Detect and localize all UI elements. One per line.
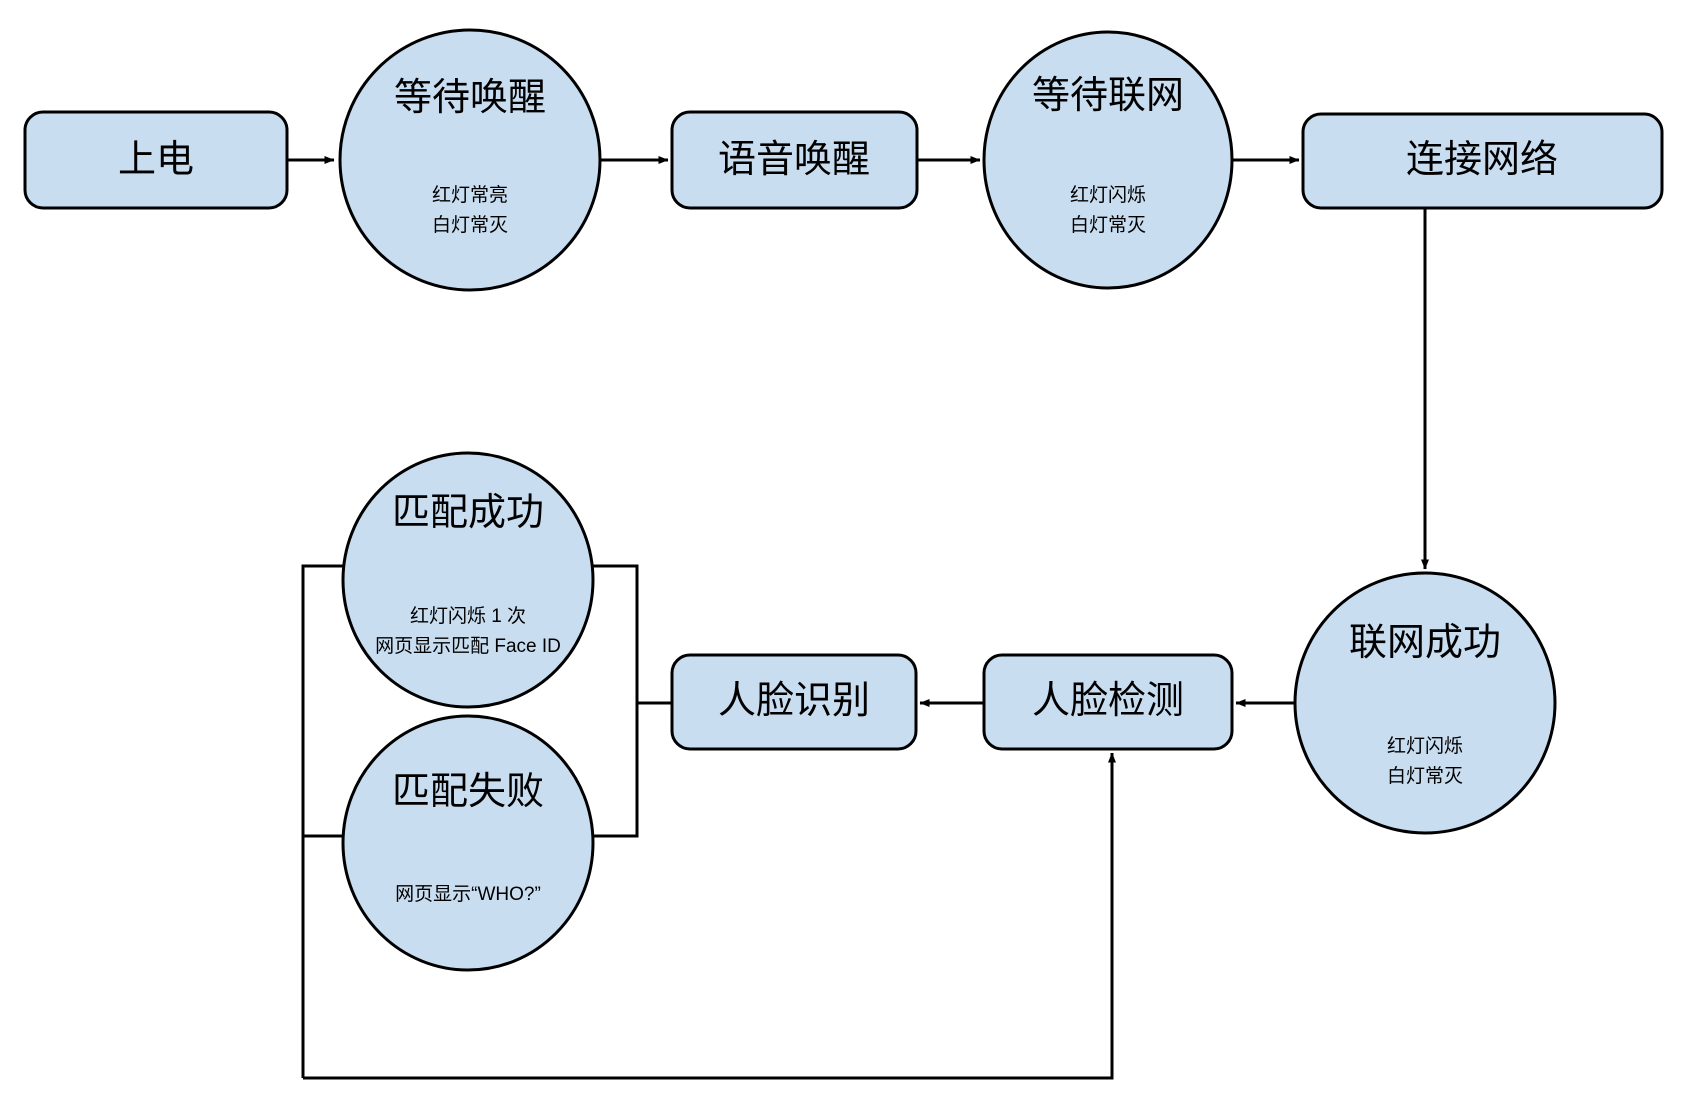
- node-waiting-wakeup-sub-2: 白灯常灭: [432, 214, 508, 236]
- edge-results-loop-to-face-detect: [303, 752, 1116, 1080]
- node-waiting-network-sub-1: 红灯闪烁: [1070, 184, 1146, 206]
- node-power-on-label: 上电: [118, 139, 194, 181]
- node-waiting-wakeup-shape[interactable]: [338, 28, 602, 292]
- node-face-detect-shape[interactable]: [982, 653, 1234, 751]
- edge-face-recognize-to-results-bracket: [593, 564, 672, 838]
- node-waiting-network-sub-2: 白灯常灭: [1070, 214, 1146, 236]
- node-match-success-sub-2: 网页显示匹配 Face ID: [375, 636, 561, 657]
- node-match-success[interactable]: 匹配成功 红灯闪烁 1 次 网页显示匹配 Face ID: [341, 451, 595, 709]
- node-match-success-sub-1: 红灯闪烁 1 次: [410, 605, 526, 627]
- node-voice-wakeup-shape[interactable]: [670, 110, 919, 210]
- node-connect-network-shape[interactable]: [1301, 112, 1664, 210]
- node-face-detect-label: 人脸检测: [1032, 680, 1184, 722]
- node-waiting-wakeup-sub-1: 红灯常亮: [432, 184, 508, 206]
- node-waiting-wakeup[interactable]: 等待唤醒 红灯常亮 白灯常灭: [338, 28, 602, 292]
- node-connect-network[interactable]: 连接网络: [1301, 112, 1664, 210]
- node-waiting-wakeup-label: 等待唤醒: [394, 77, 546, 119]
- node-match-fail-label: 匹配失败: [392, 771, 544, 813]
- node-face-recognize-shape[interactable]: [670, 653, 918, 751]
- node-face-recognize[interactable]: 人脸识别: [670, 653, 918, 751]
- node-network-success-sub-2: 白灯常灭: [1387, 765, 1463, 787]
- node-match-success-shape[interactable]: [341, 451, 595, 709]
- node-match-fail[interactable]: 匹配失败 网页显示“WHO?”: [341, 714, 595, 972]
- node-network-success-sub-1: 红灯闪烁: [1387, 735, 1463, 757]
- node-waiting-network[interactable]: 等待联网 红灯闪烁 白灯常灭: [982, 30, 1234, 290]
- node-face-detect[interactable]: 人脸检测: [982, 653, 1234, 751]
- node-face-recognize-label: 人脸识别: [718, 680, 870, 722]
- node-voice-wakeup-label: 语音唤醒: [718, 139, 870, 181]
- node-connect-network-label: 连接网络: [1406, 139, 1558, 181]
- node-voice-wakeup[interactable]: 语音唤醒: [670, 110, 919, 210]
- node-waiting-network-shape[interactable]: [982, 30, 1234, 290]
- node-network-success-shape[interactable]: [1293, 571, 1557, 835]
- node-power-on[interactable]: 上电: [23, 110, 289, 210]
- edge-layer: [287, 156, 1429, 1080]
- node-network-success[interactable]: 联网成功 红灯闪烁 白灯常灭: [1293, 571, 1557, 835]
- edge-results-bracket-left: [301, 564, 343, 1078]
- node-network-success-label: 联网成功: [1349, 622, 1501, 664]
- node-match-fail-sub-1: 网页显示“WHO?”: [395, 884, 541, 905]
- node-power-on-shape[interactable]: [23, 110, 289, 210]
- node-waiting-network-label: 等待联网: [1032, 75, 1184, 117]
- node-layer: 上电 等待唤醒 红灯常亮 白灯常灭 语音唤醒 等待联网 红灯闪烁 白灯常灭: [23, 28, 1664, 972]
- node-match-success-label: 匹配成功: [392, 492, 544, 534]
- node-match-fail-shape[interactable]: [341, 714, 595, 972]
